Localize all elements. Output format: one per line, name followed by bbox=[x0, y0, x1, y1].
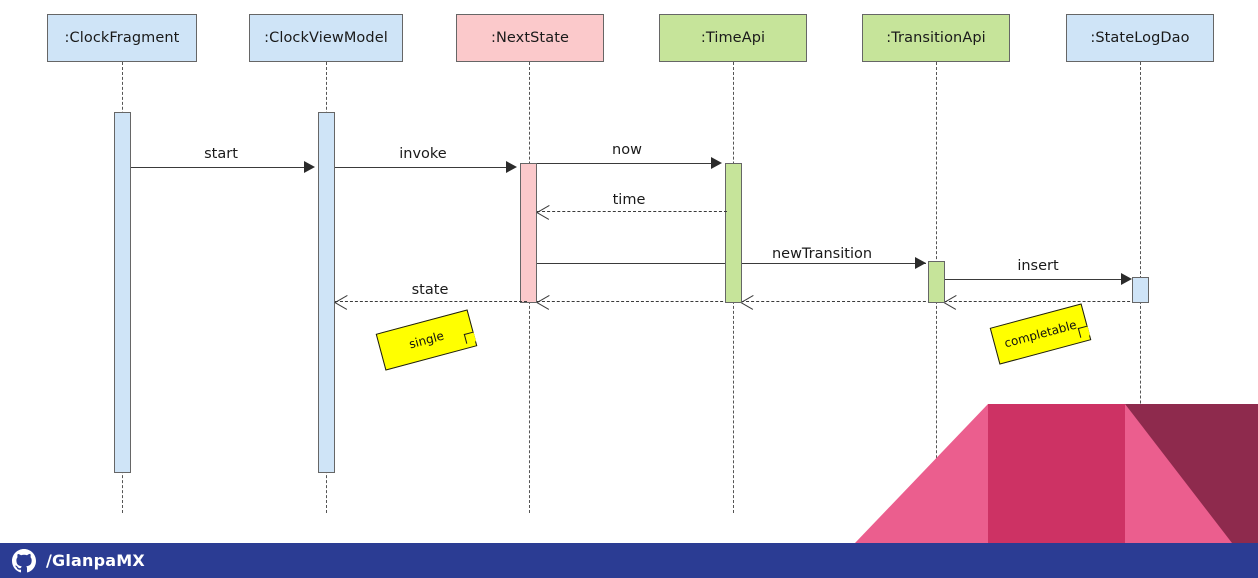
participant-label-clockfragment: :ClockFragment bbox=[64, 30, 180, 46]
message-label-invoke: invoke bbox=[399, 146, 447, 162]
note-single[interactable]: single bbox=[375, 309, 478, 371]
message-arrowhead-state bbox=[335, 295, 348, 308]
participant-label-nextstate: :NextState bbox=[490, 30, 570, 46]
note-label-single: single bbox=[407, 328, 446, 352]
note-fold-corner-completable bbox=[1077, 325, 1091, 338]
message-line-return-timeapi bbox=[537, 301, 733, 302]
message-label-state: state bbox=[411, 282, 449, 298]
note-fold-corner-single bbox=[463, 331, 477, 344]
message-arrowhead-return-transitionapi bbox=[741, 295, 754, 308]
github-footer-bar: /GlanpaMX bbox=[0, 543, 1258, 578]
activation-transitionapi bbox=[928, 261, 945, 303]
message-line-start bbox=[131, 167, 305, 168]
participant-transitionapi[interactable]: :TransitionApi bbox=[862, 14, 1010, 62]
message-arrowhead-insert bbox=[1121, 273, 1132, 285]
message-line-return-transitionapi bbox=[741, 301, 936, 302]
participant-clockviewmodel[interactable]: :ClockViewModel bbox=[249, 14, 403, 62]
message-line-insert bbox=[945, 279, 1130, 280]
message-label-insert: insert bbox=[1017, 258, 1059, 274]
message-arrowhead-return-statelogdao bbox=[944, 295, 957, 308]
github-handle-text: /GlanpaMX bbox=[46, 551, 145, 570]
participant-label-clockviewmodel: :ClockViewModel bbox=[264, 30, 388, 46]
message-label-newtransition: newTransition bbox=[771, 246, 873, 262]
message-line-state bbox=[335, 301, 527, 302]
message-line-time bbox=[537, 211, 727, 212]
message-arrowhead-return-timeapi bbox=[537, 295, 550, 308]
message-line-return-statelogdao bbox=[944, 301, 1140, 302]
activation-timeapi bbox=[725, 163, 742, 303]
message-line-invoke bbox=[335, 167, 507, 168]
message-label-start: start bbox=[204, 146, 238, 162]
activation-clockviewmodel bbox=[318, 112, 335, 473]
activation-clockfragment bbox=[114, 112, 131, 473]
note-label-completable: completable bbox=[1002, 317, 1079, 351]
participant-nextstate[interactable]: :NextState bbox=[456, 14, 604, 62]
message-arrowhead-invoke bbox=[506, 161, 517, 173]
message-arrowhead-start bbox=[304, 161, 315, 173]
message-label-now: now bbox=[612, 142, 642, 158]
participant-timeapi[interactable]: :TimeApi bbox=[659, 14, 807, 62]
message-arrowhead-newtransition bbox=[915, 257, 926, 269]
activation-nextstate bbox=[520, 163, 537, 303]
message-label-time: time bbox=[612, 192, 646, 208]
activation-statelogdao bbox=[1132, 277, 1149, 303]
message-line-now bbox=[537, 163, 712, 164]
message-arrowhead-time bbox=[537, 205, 550, 218]
github-octocat-icon bbox=[12, 548, 36, 573]
participant-statelogdao[interactable]: :StateLogDao bbox=[1066, 14, 1214, 62]
message-arrowhead-now bbox=[711, 157, 722, 169]
participant-label-timeapi: :TimeApi bbox=[700, 30, 766, 46]
participant-label-statelogdao: :StateLogDao bbox=[1090, 30, 1190, 46]
participant-clockfragment[interactable]: :ClockFragment bbox=[47, 14, 197, 62]
note-completable[interactable]: completable bbox=[989, 303, 1092, 365]
participant-label-transitionapi: :TransitionApi bbox=[886, 30, 986, 46]
